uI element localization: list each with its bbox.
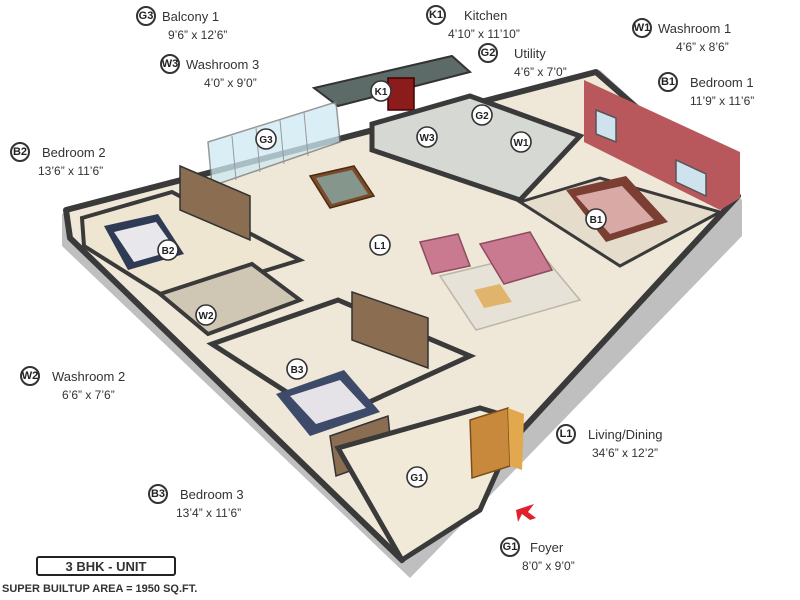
room-code-badge: G2	[478, 43, 498, 63]
room-code-badge: W3	[160, 54, 180, 74]
room-dimensions: 4’10” x 11’10”	[448, 27, 520, 41]
room-dimensions: 9’6” x 12’6”	[168, 28, 228, 42]
coffee-table	[474, 284, 512, 308]
legend-bedroom-2: B2 Bedroom 2 13’6” x 11’6”	[10, 142, 106, 178]
washroom-2-area	[155, 261, 305, 337]
unit-type-label: 3 BHK - UNIT	[36, 556, 176, 576]
legend-bedroom-3: B3 Bedroom 3 13’4” x 11’6”	[148, 484, 244, 520]
svg-text:K1: K1	[375, 87, 388, 98]
entry-arrow	[516, 504, 536, 522]
room-name: Bedroom 3	[180, 486, 244, 502]
room-dimensions: 11’9” x 11’6”	[690, 94, 755, 108]
svg-text:W3: W3	[420, 133, 435, 144]
room-name: Washroom 3	[186, 56, 260, 72]
legend-utility: G2 Utility 4’6” x 7’0”	[478, 43, 567, 79]
plan-marker-b1: B1	[585, 208, 607, 230]
svg-text:B3: B3	[291, 365, 304, 376]
legend-balcony-1: G3 Balcony 1 9’6” x 12’6”	[136, 6, 227, 42]
room-dimensions: 4’0” x 9’0”	[204, 76, 257, 90]
washrooms-block	[369, 93, 585, 203]
plan-marker-b3: B3	[286, 358, 308, 380]
svg-text:L1: L1	[374, 241, 386, 252]
room-code-badge: W1	[632, 18, 652, 38]
plan-marker-g1: G1	[406, 466, 428, 488]
room-code-badge: W2	[20, 366, 40, 386]
svg-text:G1: G1	[410, 473, 424, 484]
plan-marker-w1: W1	[510, 131, 532, 153]
svg-text:B2: B2	[162, 246, 175, 257]
room-name: Washroom 1	[658, 20, 732, 36]
legend-living-dining: L1 Living/Dining 34’6” x 12’2”	[556, 424, 662, 460]
legend-washroom-1: W1 Washroom 1 4’6” x 8’6”	[632, 18, 731, 54]
armchair	[418, 233, 472, 275]
super-builtup-area: SUPER BUILTUP AREA = 1950 SQ.FT.	[2, 583, 198, 595]
plan-marker-k1: K1	[370, 80, 392, 102]
svg-text:G3: G3	[259, 135, 273, 146]
room-dimensions: 34’6” x 12’2”	[592, 446, 659, 460]
room-name: Foyer	[530, 539, 564, 555]
svg-text:W1: W1	[514, 138, 529, 149]
room-dimensions: 13’6” x 11’6”	[38, 164, 104, 178]
room-code-badge: B2	[10, 142, 30, 162]
room-name: Kitchen	[464, 7, 508, 23]
room-dimensions: 4’6” x 7’0”	[514, 65, 567, 79]
room-dimensions: 4’6” x 8’6”	[676, 40, 729, 54]
plan-marker-l1: L1	[369, 234, 391, 256]
plan-marker-b2: B2	[157, 239, 179, 261]
main-door	[469, 406, 511, 480]
room-code-badge: K1	[426, 5, 446, 25]
room-name: Bedroom 2	[42, 144, 106, 160]
plan-marker-w2: W2	[195, 304, 217, 326]
svg-text:G2: G2	[475, 111, 489, 122]
room-code-badge: L1	[556, 424, 576, 444]
svg-text:B1: B1	[590, 215, 603, 226]
room-name: Living/Dining	[588, 426, 663, 442]
room-code-badge: B1	[658, 72, 678, 92]
legend-bedroom-1: B1 Bedroom 1 11’9” x 11’6”	[658, 72, 754, 108]
legend-foyer: G1 Foyer 8’0” x 9’0”	[500, 537, 575, 573]
room-name: Bedroom 1	[690, 74, 754, 90]
plan-marker-g3: G3	[255, 128, 277, 150]
room-name: Balcony 1	[162, 8, 220, 24]
room-name: Washroom 2	[52, 368, 126, 384]
room-dimensions: 13’4” x 11’6”	[176, 506, 242, 520]
room-code-badge: G1	[500, 537, 520, 557]
plan-marker-w3: W3	[416, 126, 438, 148]
room-code-badge: B3	[148, 484, 168, 504]
room-dimensions: 8’0” x 9’0”	[522, 559, 575, 573]
sofa	[478, 231, 554, 285]
room-dimensions: 6’6” x 7’6”	[62, 388, 115, 402]
legend-washroom-2: W2 Washroom 2 6’6” x 7’6”	[20, 366, 125, 402]
legend-washroom-3: W3 Washroom 3 4’0” x 9’0”	[160, 54, 259, 90]
legend-kitchen: K1 Kitchen 4’10” x 11’10”	[426, 5, 520, 41]
room-code-badge: G3	[136, 6, 156, 26]
svg-text:W2: W2	[199, 311, 214, 322]
plan-marker-g2: G2	[471, 104, 493, 126]
room-name: Utility	[514, 45, 546, 61]
